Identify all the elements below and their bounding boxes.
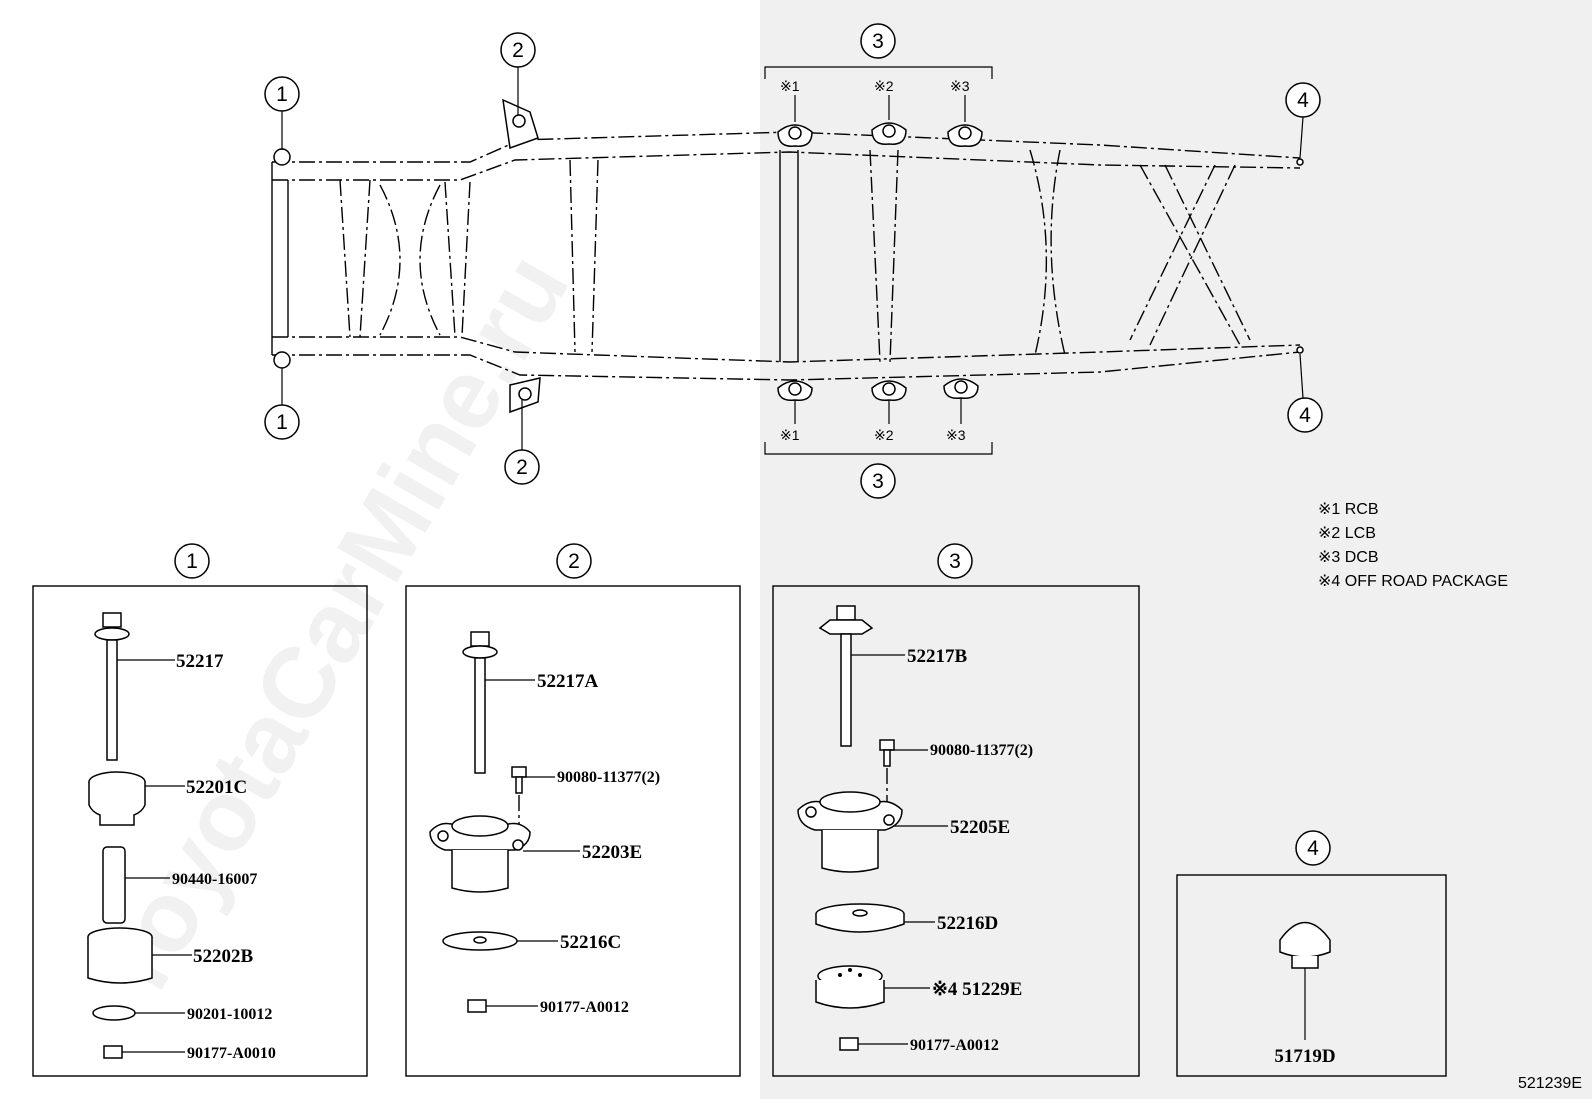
part-90201-10012: 90201-10012 [187,1006,272,1023]
legend-item-3: ※3 DCB [1318,549,1379,566]
group-2-number: 2 [568,550,580,573]
diagram-id: 521239E [1518,1075,1582,1092]
frame-callouts: 1 1 2 2 3 3 4 4 ※1 ※2 ※3 ※1 ※2 [264,23,1323,499]
part-90177-A0012-b: 90177-A0012 [910,1037,999,1054]
group-1-number: 1 [186,550,198,573]
part-52217: 52217 [176,651,224,672]
marker-2-top: ※2 [874,78,894,94]
callout-1-top: 1 [276,83,288,106]
group-3-number: 3 [949,550,961,573]
part-52216D: 52216D [937,913,998,934]
callout-2-bottom: 2 [516,456,528,479]
marker-1-top: ※1 [780,78,800,94]
vehicle-frame [271,98,1304,414]
part-52217B: 52217B [907,646,968,667]
group-1-panel: 1 52217 52201C 90440-16007 52202B 90201-… [32,543,368,1077]
part-90177-A0012-a: 90177-A0012 [540,999,629,1016]
marker-3-bottom: ※3 [946,427,966,443]
part-51719D: 51719D [1274,1046,1335,1067]
legend-item-1: ※1 RCB [1318,501,1379,518]
callout-2-top: 2 [512,39,524,62]
marker-2-bottom: ※2 [874,427,894,443]
group-4-panel: 4 51719D [1176,830,1447,1077]
callout-3-top: 3 [872,30,884,53]
callout-3-bottom: 3 [872,470,884,493]
callout-4-top: 4 [1297,89,1309,112]
part-51229E: ※4 51229E [932,979,1022,1000]
part-90177-A0010: 90177-A0010 [187,1045,276,1062]
callout-1-bottom: 1 [276,411,288,434]
part-52203E: 52203E [582,842,642,863]
watermark: ToyotaCarMine.ru [72,235,590,1021]
marker-3-top: ※3 [950,78,970,94]
part-90080-11377-2-b: 90080-11377(2) [930,742,1033,759]
legend: ※1 RCB ※2 LCB ※3 DCB ※4 OFF ROAD PACKAGE [1318,501,1508,590]
part-52205E: 52205E [950,817,1010,838]
group-3-panel: 3 52217B 90080-11377(2) 52205E 52216D [772,543,1140,1077]
marker-1-bottom: ※1 [780,427,800,443]
callout-4-bottom: 4 [1299,404,1311,427]
legend-item-4: ※4 OFF ROAD PACKAGE [1318,573,1508,590]
part-52217A: 52217A [537,671,599,692]
part-52216C: 52216C [560,932,621,953]
part-52202B: 52202B [193,946,254,967]
shaded-region [760,0,1592,1099]
part-52201C: 52201C [186,777,247,798]
group-2-panel: 2 52217A 90080-11377(2) 52203E 52216C 90… [405,543,741,1077]
part-90080-11377-2-a: 90080-11377(2) [557,769,660,786]
legend-item-2: ※2 LCB [1318,525,1376,542]
group-4-number: 4 [1307,837,1319,860]
part-90440-16007: 90440-16007 [172,871,257,888]
